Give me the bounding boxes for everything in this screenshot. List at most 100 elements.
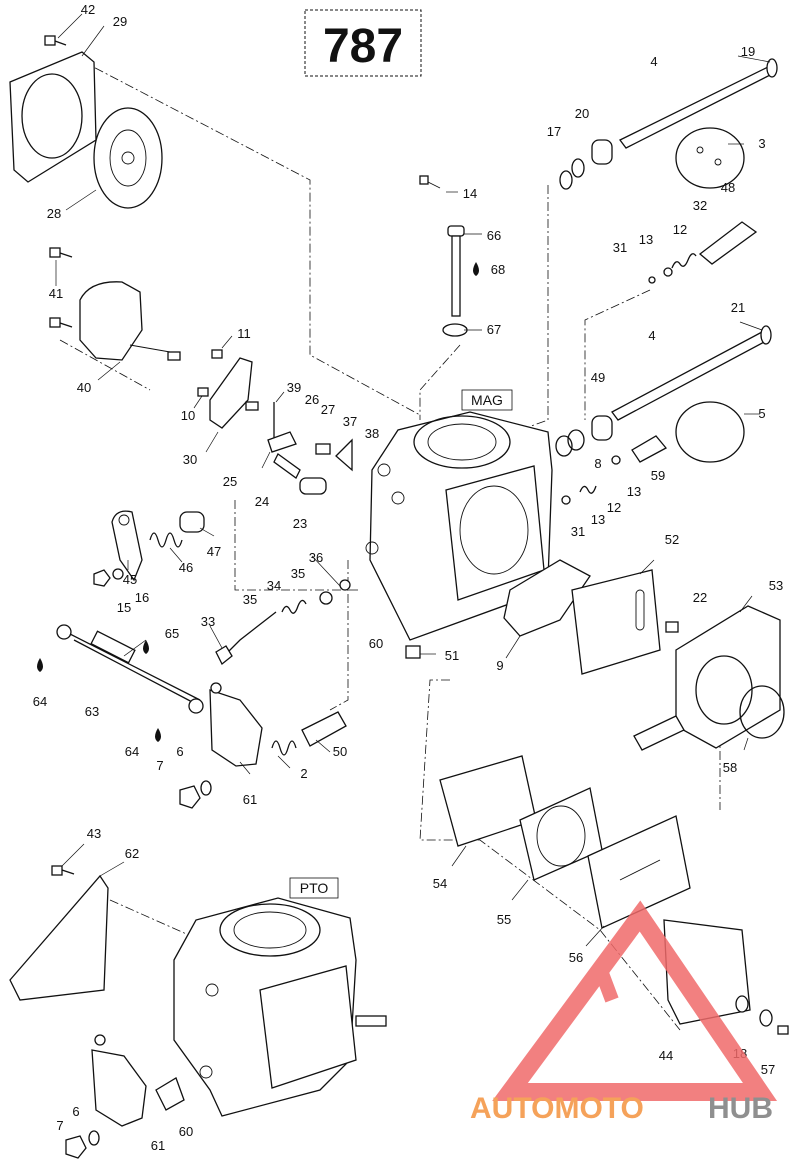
callout: 42	[81, 2, 95, 17]
throttle-cam-61-pto	[65, 1034, 185, 1159]
linkage-rod-63	[56, 624, 204, 714]
callout: 49	[591, 370, 605, 385]
bracket-30	[197, 349, 259, 429]
callout: 55	[497, 912, 511, 927]
callout: 52	[665, 532, 679, 547]
callout: 24	[255, 494, 269, 509]
watermark-logo-icon	[492, 900, 778, 1101]
needle-assembly	[267, 402, 353, 495]
carburetor-body-mag	[365, 411, 553, 659]
callout: 57	[761, 1062, 775, 1077]
callout: 6	[72, 1104, 79, 1119]
callout: 47	[207, 544, 221, 559]
callout: 23	[293, 516, 307, 531]
callout: 10	[181, 408, 195, 423]
shaft-19	[619, 58, 778, 149]
membrane-52	[571, 569, 661, 675]
diaphragm-28	[93, 107, 163, 209]
spring-2	[271, 740, 297, 756]
callout: 30	[183, 452, 197, 467]
callout: 27	[321, 402, 335, 417]
gasket-9	[503, 559, 591, 637]
sleeve-50	[301, 711, 347, 747]
callout: 61	[151, 1138, 165, 1153]
callout: 14	[463, 186, 477, 201]
watermark-text-primary: AUTOMOTO	[470, 1092, 644, 1125]
callout: 66	[487, 228, 501, 243]
callout: 33	[201, 614, 215, 629]
callout: 60	[179, 1124, 193, 1139]
callout: 60	[369, 636, 383, 651]
jet-rod-66	[419, 175, 468, 337]
needle-valve-32	[648, 221, 758, 284]
throttle-lever-45	[111, 510, 143, 582]
callout: 9	[496, 658, 503, 673]
callout: 28	[47, 206, 61, 221]
callout: 32	[693, 198, 707, 213]
watermark: AUTOMOTO HUB	[470, 900, 778, 1125]
bushing-47	[179, 511, 205, 533]
callout: 62	[125, 846, 139, 861]
callout: 65	[165, 626, 179, 641]
throttle-disc-3	[675, 127, 745, 189]
callout: 6	[176, 744, 183, 759]
callout: 39	[287, 380, 301, 395]
orings-17-8	[555, 158, 585, 457]
callout: 43	[87, 826, 101, 841]
callout: 16	[135, 590, 149, 605]
valve-plate-56	[587, 815, 691, 929]
callout: 64	[125, 744, 139, 759]
callout: 67	[487, 322, 501, 337]
callout: 38	[365, 426, 379, 441]
callout: 13	[639, 232, 653, 247]
callout: 56	[569, 950, 583, 965]
callout: 13	[627, 484, 641, 499]
callout: 8	[594, 456, 601, 471]
callout: 22	[693, 590, 707, 605]
fitting-59	[561, 435, 668, 505]
callout: 4	[648, 328, 655, 343]
callout: 7	[56, 1118, 63, 1133]
callout: 37	[343, 414, 357, 429]
screw-42	[44, 35, 67, 46]
callout: 20	[575, 106, 589, 121]
callout: 35	[291, 566, 305, 581]
callout: 19	[741, 44, 755, 59]
cover-plate-40	[79, 281, 181, 361]
callout: 3	[758, 136, 765, 151]
spring-46	[149, 532, 183, 548]
callout: 13	[591, 512, 605, 527]
callout: 59	[651, 468, 665, 483]
callout-labels: 42 29 28 41 40 11 10 30 39 26 27 37 38 2…	[33, 2, 783, 1153]
nut-7-washer-6	[179, 780, 212, 809]
callout: 68	[491, 262, 505, 277]
callout: 54	[433, 876, 447, 891]
callout: 64	[33, 694, 47, 709]
callout: 5	[758, 406, 765, 421]
callout: 63	[85, 704, 99, 719]
nut-15	[93, 568, 124, 587]
diagram-code-box: 787	[304, 9, 422, 77]
throttle-disc-5	[675, 401, 745, 463]
callout: 61	[243, 792, 257, 807]
callout: 26	[305, 392, 319, 407]
section-label-mag: MAG	[461, 389, 513, 411]
callout: 31	[613, 240, 627, 255]
callout: 48	[721, 180, 735, 195]
idle-screw-33	[215, 579, 351, 666]
callout: 31	[571, 524, 585, 539]
shaft-21	[611, 325, 772, 421]
svg-text:PTO: PTO	[300, 880, 329, 896]
callout: 58	[723, 760, 737, 775]
callout: 12	[673, 222, 687, 237]
screw-41	[49, 247, 73, 328]
section-label-pto: PTO	[289, 877, 339, 899]
callout: 11	[237, 326, 251, 341]
gasket-29	[9, 51, 97, 183]
bracket-62	[9, 865, 109, 1001]
callout: 25	[223, 474, 237, 489]
diagram-code: 787	[323, 20, 403, 73]
grease-icon	[37, 262, 479, 742]
leader-lines	[55, 13, 771, 947]
